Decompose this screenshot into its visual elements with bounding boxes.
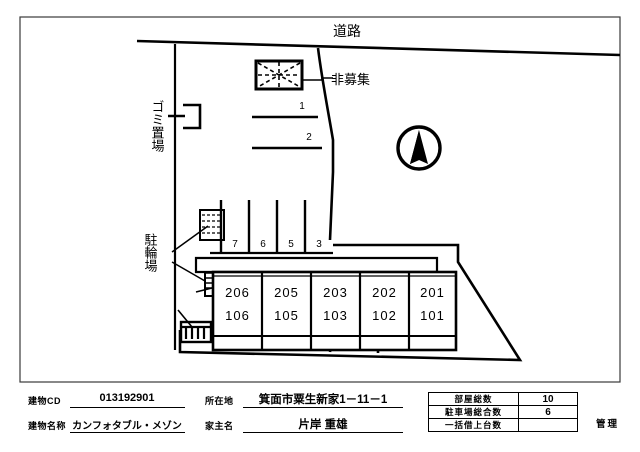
table-row: 駐車場総合数 6 [428, 405, 578, 419]
building-outline [194, 256, 458, 352]
building-cd-rule [70, 407, 185, 408]
stat-label-total-parking: 駐車場総合数 [428, 405, 519, 419]
unit-number-103: 103 [323, 308, 348, 323]
non-rental-label: 非募集 [331, 72, 371, 87]
building-cd-label: 建物CD [28, 396, 61, 406]
non-rental-hatched-box [254, 59, 304, 91]
unit-number-201: 201 [420, 285, 445, 300]
garbage-area-label-text: ゴミ置場 [149, 100, 165, 152]
stat-value-total-rooms: 10 [518, 392, 578, 406]
unit-number-206: 206 [225, 285, 250, 300]
bicycle-parking-leader-1 [171, 225, 209, 253]
bicycle-parking-label-text: 駐輪場 [142, 233, 158, 272]
road-label: 道路 [333, 23, 361, 39]
owner-label: 家主名 [205, 421, 234, 431]
footer-info-block: 建物CD 013192901 建物名称 カンフォタブル・メゾン 所在地 箕面市粟… [0, 382, 640, 452]
stat-label-total-rooms: 部屋総数 [428, 392, 519, 406]
unit-number-102: 102 [372, 308, 397, 323]
owner-rule [243, 432, 403, 433]
parking-stall-number-2: 2 [306, 132, 312, 143]
building-name-value: カンフォタブル・メゾン [72, 421, 182, 432]
building-name-label: 建物名称 [28, 421, 67, 431]
garbage-enclosure-shape [183, 103, 202, 130]
parking-stall-number-3: 3 [316, 239, 322, 250]
unit-number-106: 106 [225, 308, 250, 323]
bicycle-parking-leader-2 [171, 261, 206, 282]
road-boundary-line [136, 39, 621, 57]
north-arrow-icon [396, 125, 442, 171]
unit-number-105: 105 [274, 308, 299, 323]
non-rental-leader-line [302, 77, 333, 81]
site-boundary-outline [178, 243, 523, 362]
table-row: 部屋総数 10 [428, 392, 578, 406]
address-value: 箕面市粟生新家1－11－1 [258, 394, 388, 406]
stat-label-bulk-lease: 一括借上台数 [428, 418, 519, 432]
bottom-left-rack-icon [177, 309, 213, 344]
summary-stats-table: 部屋総数 10 駐車場総合数 6 一括借上台数 [428, 392, 578, 432]
address-label: 所在地 [205, 396, 234, 406]
table-row: 一括借上台数 [428, 418, 578, 432]
parking-stall-number-1: 1 [299, 101, 305, 112]
unit-number-203: 203 [323, 285, 348, 300]
driveway-boundary-curve [316, 47, 335, 241]
owner-value: 片岸 重雄 [298, 419, 348, 431]
unit-number-101: 101 [420, 308, 445, 323]
parking-lot-lower-lines [210, 200, 333, 255]
management-label: 管理 [596, 419, 620, 430]
parking-stall-number-6: 6 [260, 239, 266, 250]
drawing-frame [19, 16, 621, 383]
unit-number-202: 202 [372, 285, 397, 300]
bicycle-parking-label: 駐輪場 [142, 233, 158, 274]
address-rule [243, 407, 403, 408]
parking-stall-number-5: 5 [288, 239, 294, 250]
stat-value-bulk-lease [518, 418, 578, 432]
unit-number-205: 205 [274, 285, 299, 300]
stat-value-total-parking: 6 [518, 405, 578, 419]
building-cd-value: 013192901 [99, 392, 155, 404]
garbage-area-label: ゴミ置場 [149, 100, 165, 154]
building-name-rule [70, 432, 185, 433]
parking-stall-number-7: 7 [232, 239, 238, 250]
